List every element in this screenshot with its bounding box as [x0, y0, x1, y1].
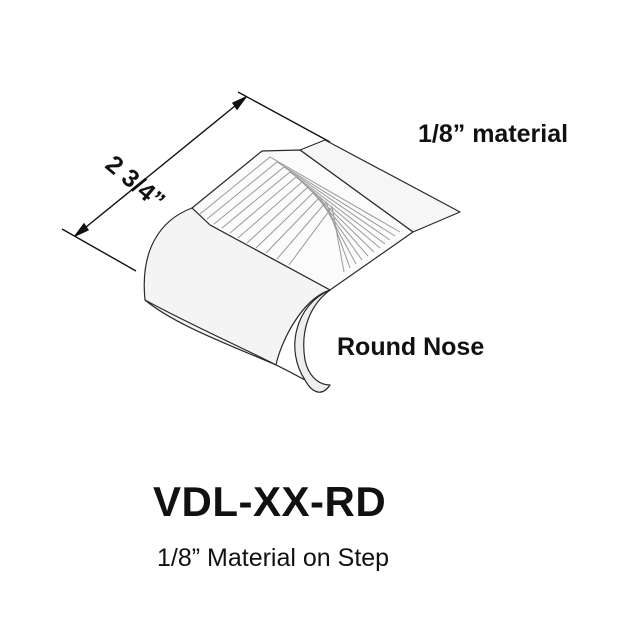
- product-code: VDL-XX-RD: [153, 478, 387, 525]
- groove: [276, 201, 351, 269]
- groove: [246, 186, 369, 257]
- product-description: 1/8” Material on Step: [157, 544, 390, 572]
- nose-style-label: Round Nose: [337, 333, 485, 361]
- groove: [229, 176, 381, 249]
- groove: [265, 196, 357, 265]
- dimension-arrowhead-left: [74, 222, 90, 237]
- round-nose-front: [143, 207, 331, 366]
- round-nose-curl: [294, 289, 331, 393]
- dimension-line: [61, 91, 331, 272]
- round-nose-lower-edge: [144, 299, 306, 381]
- dimension-arrow-line: [74, 96, 247, 237]
- groove: [199, 156, 401, 233]
- material-thickness-label: 1/8” material: [418, 120, 569, 148]
- groove: [221, 171, 386, 245]
- tread-grooves: [199, 156, 401, 273]
- groove: [237, 181, 375, 253]
- dimension-arrowhead-right: [231, 96, 247, 111]
- groove: [255, 191, 363, 261]
- groove: [213, 166, 391, 241]
- groove: [288, 205, 345, 273]
- dimension-extension-left: [61, 228, 137, 272]
- groove: [206, 161, 396, 237]
- dimension-extension-right: [237, 91, 331, 143]
